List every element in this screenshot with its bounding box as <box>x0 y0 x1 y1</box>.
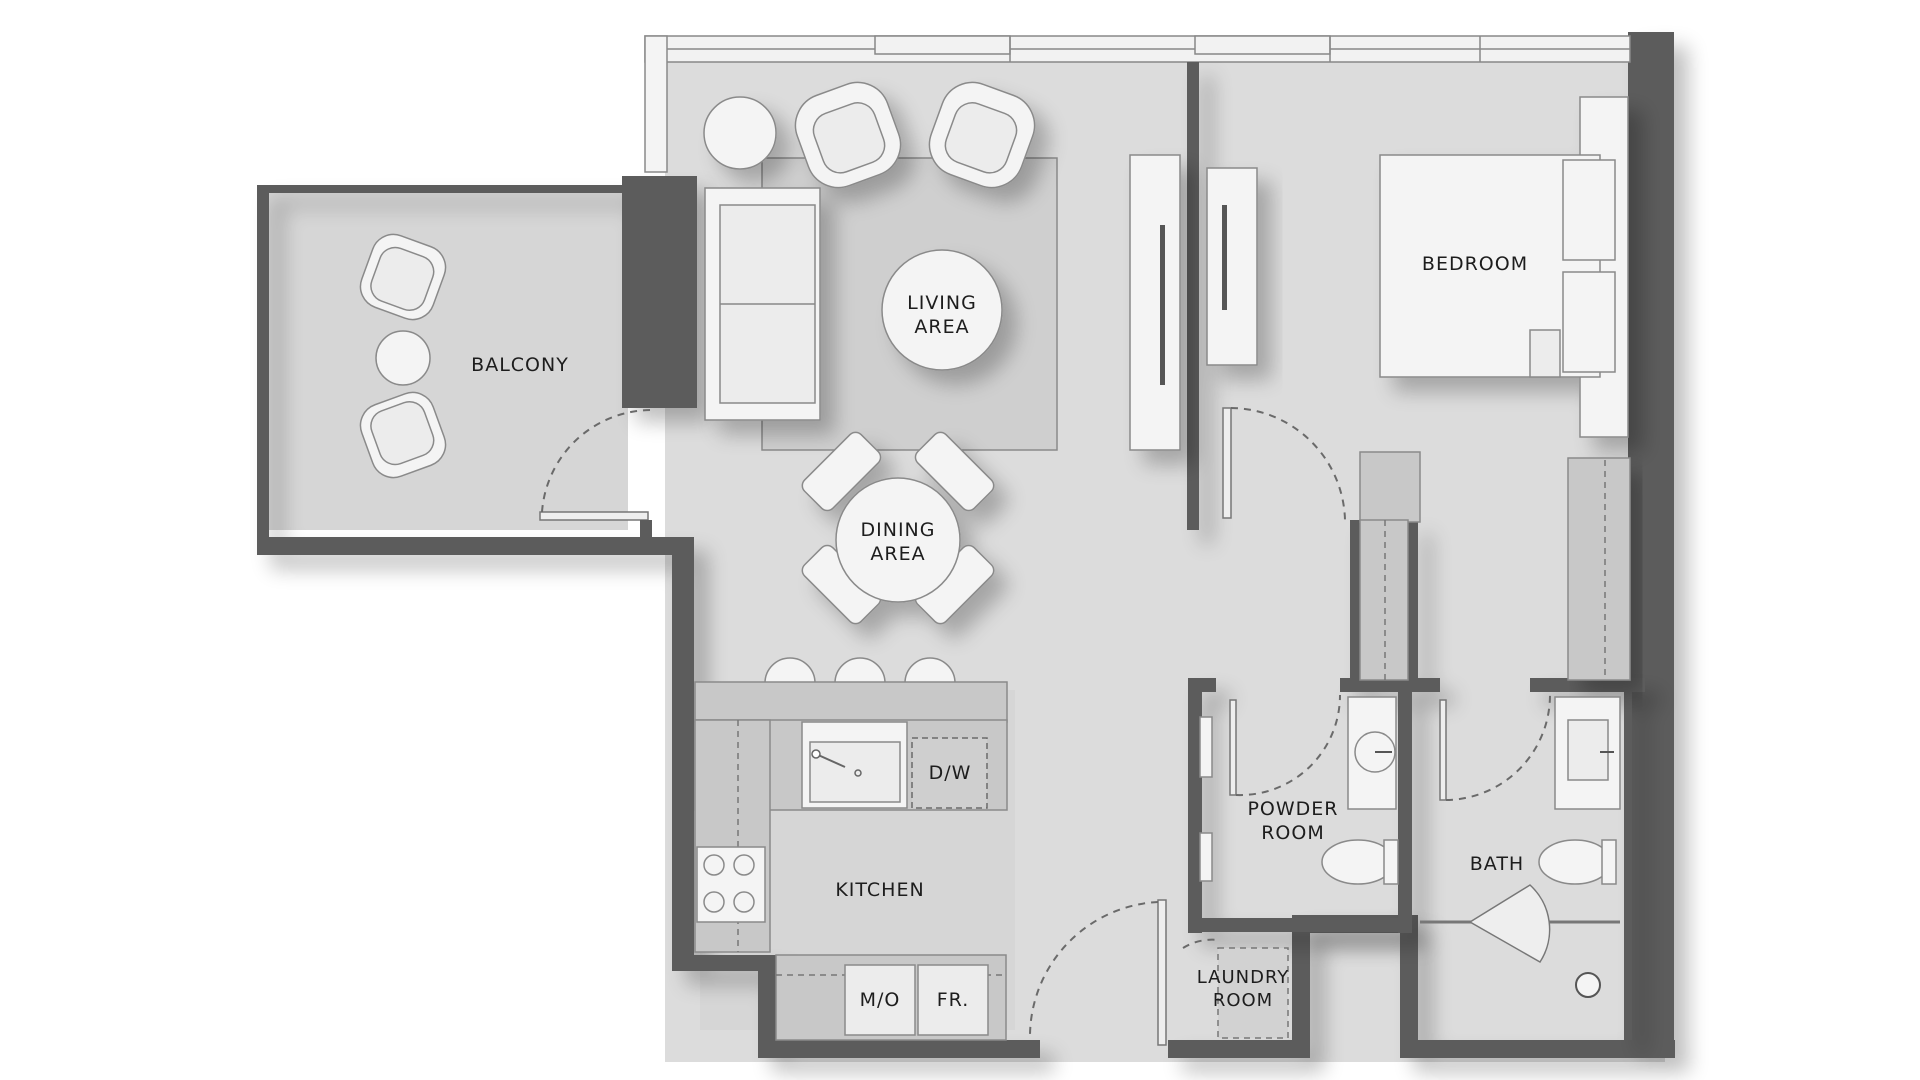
armchair-2 <box>928 81 1036 189</box>
shower-door <box>1468 884 1551 964</box>
window-left-jamb <box>644 35 668 173</box>
bath-label: BATH <box>1470 853 1524 875</box>
powder-right-wall <box>1398 690 1412 933</box>
armchair-1 <box>794 81 902 189</box>
balcony-furniture: BALCONY <box>359 233 569 479</box>
balcony-door <box>539 408 653 540</box>
balcony-chair-top <box>359 233 447 321</box>
powder-label-1: POWDER <box>1247 798 1338 820</box>
living-area: LIVING AREA <box>703 81 1258 451</box>
duvet-fold <box>1529 329 1561 378</box>
bar-stool <box>904 657 956 684</box>
fridge-label: FR. <box>937 989 970 1011</box>
entry-door <box>1029 899 1167 1046</box>
bottom-wall-bath <box>1400 1040 1675 1058</box>
kitchen-label: KITCHEN <box>835 879 924 901</box>
microwave <box>844 964 916 1036</box>
pillow <box>1562 159 1616 261</box>
powder-room: POWDER ROOM <box>1199 694 1399 885</box>
powder-toilet <box>1321 839 1395 885</box>
dining-label-2: AREA <box>870 543 925 565</box>
laundry-room: LAUNDRY ROOM <box>1182 938 1290 1039</box>
balcony-label: BALCONY <box>471 354 569 376</box>
bedroom-partition <box>1187 62 1199 530</box>
laundry-label-1: LAUNDRY <box>1197 967 1290 988</box>
bottom-wall-kitchen <box>758 1040 1040 1058</box>
dishwasher-label: D/W <box>929 762 972 784</box>
bedroom-tv-screen <box>1222 205 1227 310</box>
bath-toilet <box>1538 839 1612 885</box>
powder-label-2: ROOM <box>1261 822 1325 844</box>
laundry-label-2: ROOM <box>1213 990 1273 1011</box>
dining-label-1: DINING <box>861 519 936 541</box>
bedroom-tv-console <box>1206 167 1258 366</box>
dining-area <box>801 431 995 625</box>
dining-table <box>835 477 961 603</box>
bar-stool <box>834 657 886 684</box>
bath-left-wall <box>1400 915 1418 1058</box>
left-wall <box>672 537 694 970</box>
microwave-label: M/O <box>860 989 901 1011</box>
living-label-1: LIVING <box>907 292 977 314</box>
interior-walls <box>1187 62 1645 1040</box>
dining-chair <box>914 431 995 512</box>
bottom-wall-laundry <box>1168 1040 1308 1058</box>
balcony-chair-bottom <box>359 391 447 479</box>
accent-table <box>703 96 777 170</box>
exterior-walls <box>257 32 1675 1058</box>
laundry-right-wall <box>1292 930 1310 1058</box>
balcony-top-wall <box>257 185 622 193</box>
kitchen: D/W M/O FR. KITCHEN <box>694 657 1008 1041</box>
bedroom-label: BEDROOM <box>1422 253 1528 275</box>
balcony-table <box>375 330 431 386</box>
kitchen-island <box>694 681 1008 723</box>
dishwasher <box>911 737 988 809</box>
coffee-table <box>881 249 1003 371</box>
balcony-wall-block <box>622 176 697 408</box>
balcony-bottom-wall <box>257 537 672 555</box>
bedroom: BEDROOM <box>1222 96 1631 681</box>
window-wall <box>644 35 1631 173</box>
living-label-2: AREA <box>914 316 969 338</box>
powder-left-wall <box>1188 678 1202 933</box>
kitchen-left-wall <box>758 955 776 1055</box>
bath-sink <box>1567 719 1609 781</box>
powder-bottom-wall <box>1188 918 1410 932</box>
linen-cabinet <box>1359 451 1421 523</box>
fridge <box>917 964 989 1036</box>
tv-screen <box>1160 225 1165 385</box>
tv-console <box>1129 154 1181 451</box>
shower-drain <box>1575 972 1601 998</box>
dining-chair <box>801 431 882 512</box>
bath: BATH <box>1420 694 1621 998</box>
bar-stool <box>764 657 816 684</box>
balcony-left-wall <box>257 185 269 555</box>
left-step-wall <box>672 955 760 971</box>
right-wall <box>1628 32 1674 1058</box>
closet <box>1567 457 1631 681</box>
pillow <box>1562 271 1616 373</box>
laundry-machine <box>1217 947 1289 1039</box>
balcony-floor <box>268 190 628 530</box>
